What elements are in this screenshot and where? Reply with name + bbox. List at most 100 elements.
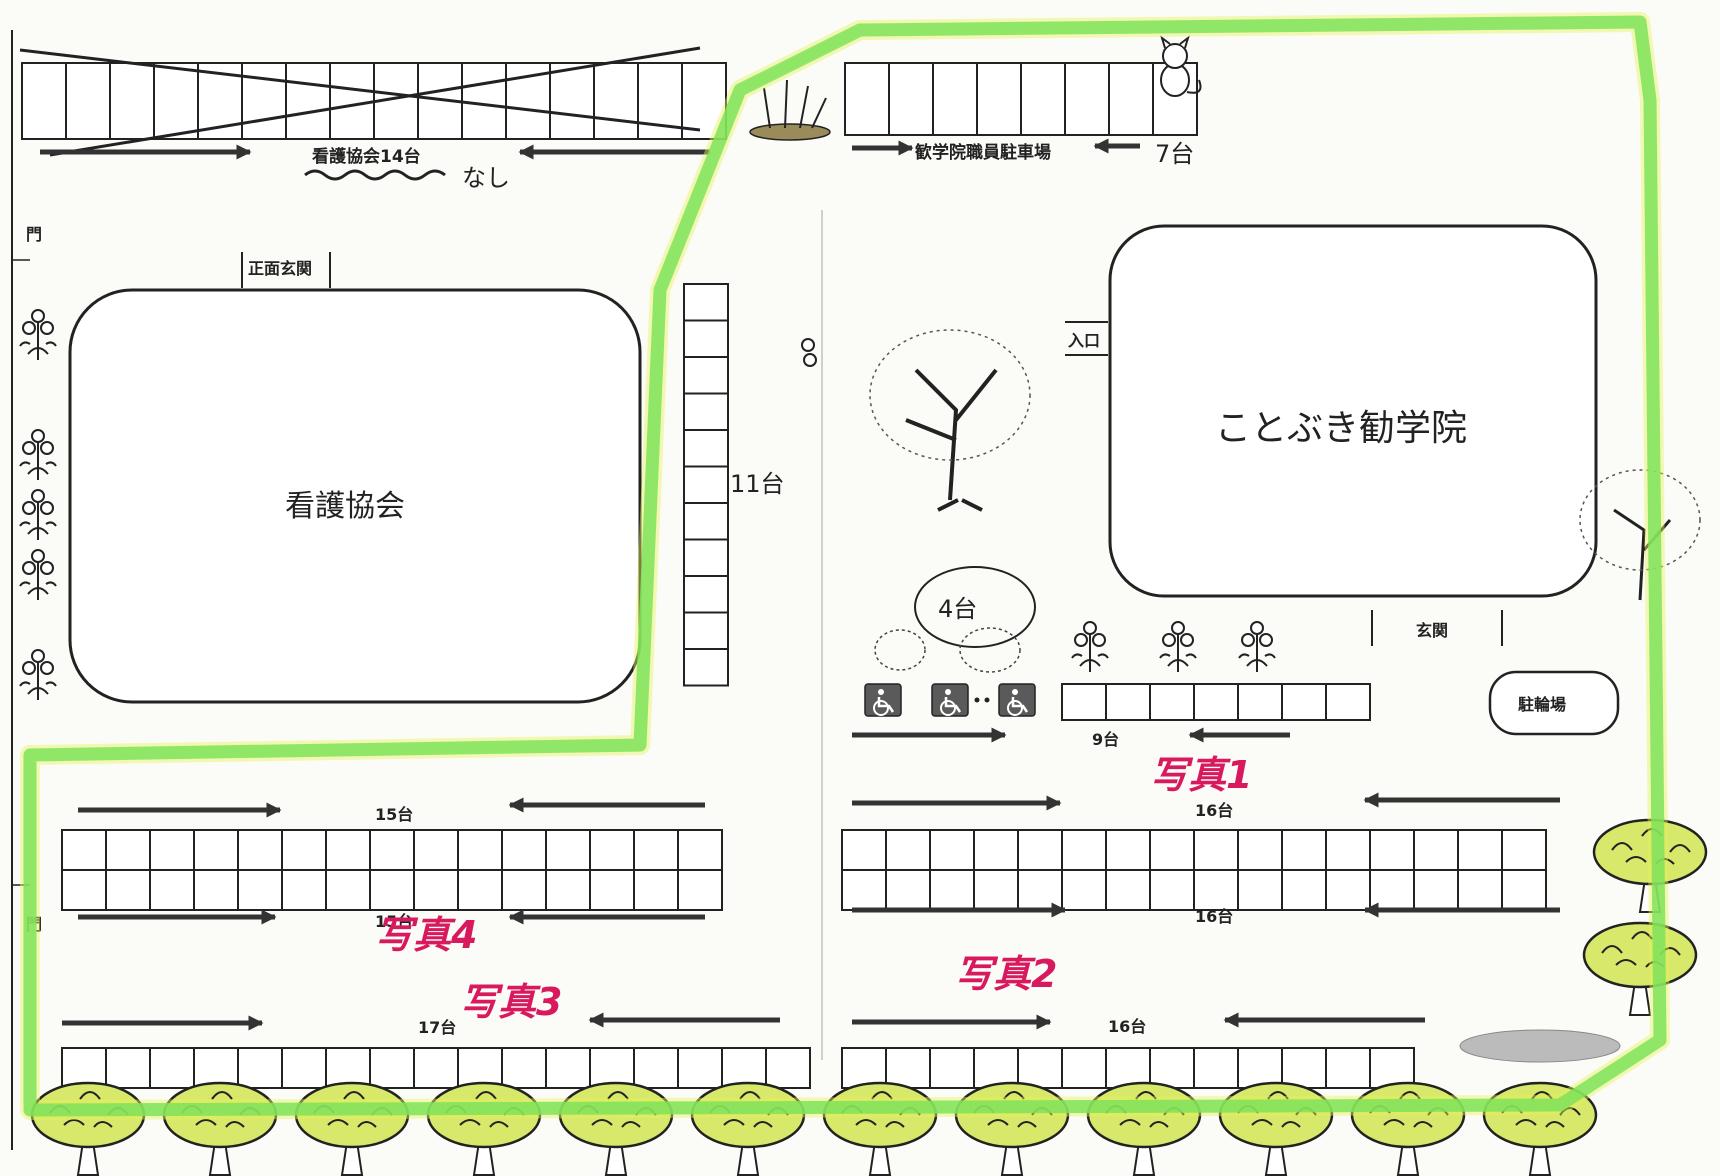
flower-icon: [801, 338, 817, 367]
parking-stall: [1193, 829, 1239, 871]
parking-stall: [973, 869, 1019, 911]
parking-stall: [329, 62, 375, 140]
photo-marker-3: 写真3: [460, 980, 562, 1024]
parking-stall: [1105, 829, 1151, 871]
tree-icon: [1579, 469, 1701, 601]
parking-stall: [932, 62, 978, 136]
parking-stall: [683, 538, 729, 577]
parking-stall: [1017, 869, 1063, 911]
parking-stall: [1457, 869, 1503, 911]
tree-icon: [869, 329, 1031, 512]
flower-icon: [1071, 621, 1109, 673]
row-a-left-count: 15台: [375, 805, 413, 824]
parking-stall: [1237, 829, 1283, 871]
parking-stall: [281, 869, 327, 911]
nursing-building-label: 看護協会: [285, 489, 405, 524]
parking-stall: [193, 829, 239, 871]
parking-stall: [633, 829, 679, 871]
parking-stall: [457, 869, 503, 911]
parking-stall: [1237, 683, 1283, 721]
flower-icon: [1238, 621, 1276, 673]
parking-stall: [633, 1047, 679, 1089]
parking-stall: [1413, 829, 1459, 871]
parking-stall: [929, 869, 975, 911]
parking-stall: [1149, 683, 1195, 721]
parking-stall: [1064, 62, 1110, 136]
parking-stall: [1281, 869, 1327, 911]
parking-stall: [1017, 1047, 1063, 1089]
nursing-lot-handwritten: なし: [462, 164, 510, 192]
parking-stall: [21, 62, 67, 140]
parking-stall: [61, 829, 107, 871]
parking-stall: [109, 62, 155, 140]
row-c-right-stalls: [841, 1047, 1415, 1089]
parking-stall: [1281, 683, 1327, 721]
parking-stall: [929, 829, 975, 871]
parking-stall: [929, 1047, 975, 1089]
flower-icon: [1159, 621, 1197, 673]
squiggle-underline: [304, 169, 446, 181]
parking-stall: [1105, 683, 1151, 721]
wheelchair-icon: [930, 682, 970, 718]
parking-stall: [1325, 829, 1371, 871]
school-building: [1108, 224, 1598, 598]
parking-stall: [105, 869, 151, 911]
parking-stall: [461, 62, 507, 140]
cat-icon: [1160, 35, 1202, 97]
row-c-left-count: 17台: [418, 1018, 456, 1037]
parking-stall: [369, 829, 415, 871]
parking-stall: [683, 575, 729, 614]
row-a-left-stalls: [61, 829, 723, 911]
parking-stall: [237, 1047, 283, 1089]
parking-stall: [1105, 1047, 1151, 1089]
parking-stall: [237, 869, 283, 911]
shrub-icon: [749, 79, 831, 141]
walking-route: [23, 15, 1667, 1117]
parking-stall: [633, 869, 679, 911]
parking-stall: [841, 829, 887, 871]
parking-stall: [369, 869, 415, 911]
parking-stall: [545, 829, 591, 871]
parking-stall: [1105, 869, 1151, 911]
parking-stall: [193, 869, 239, 911]
row-c-right-count: 16台: [1108, 1017, 1146, 1036]
parking-stall: [677, 869, 723, 911]
parking-stall: [677, 829, 723, 871]
school-genkan-label: 玄関: [1416, 621, 1448, 640]
flower-icon: [19, 649, 57, 701]
parking-stall: [973, 829, 1019, 871]
school-building-label: ことぶき勧学院: [1215, 408, 1467, 449]
parking-stall: [501, 829, 547, 871]
flower-icon: [19, 549, 57, 601]
school-staff-lot: [844, 62, 1198, 136]
column-count: 11台: [730, 470, 785, 498]
parking-stall: [1457, 829, 1503, 871]
tree-icon: [690, 1081, 806, 1176]
bicycle-parking: [1488, 670, 1620, 736]
parking-stall: [593, 62, 639, 140]
parking-stall: [1017, 829, 1063, 871]
cross-out-line: [49, 46, 701, 157]
parking-stall: [325, 869, 371, 911]
shrub-icon: [874, 627, 1021, 673]
parking-stall: [1149, 869, 1195, 911]
vertical-stall-column: [683, 283, 729, 687]
parking-stall: [149, 1047, 195, 1089]
nursing-building: [68, 288, 642, 704]
parking-stall: [1061, 829, 1107, 871]
row-a-right-count: 16台: [1195, 801, 1233, 820]
parking-stall: [885, 869, 931, 911]
parking-stall: [683, 392, 729, 431]
parking-stall: [545, 1047, 591, 1089]
nine-count: 9台: [1092, 730, 1119, 749]
parking-stall: [1281, 1047, 1327, 1089]
parking-stall: [683, 319, 729, 358]
parking-stall: [589, 829, 635, 871]
school-entrance-label: 入口: [1068, 331, 1100, 350]
flower-icon: [19, 429, 57, 481]
wheelchair-icon: [997, 682, 1037, 718]
handwritten-handicap-count: 4台: [938, 595, 977, 623]
parking-stall: [413, 869, 459, 911]
parking-stall: [1149, 1047, 1195, 1089]
